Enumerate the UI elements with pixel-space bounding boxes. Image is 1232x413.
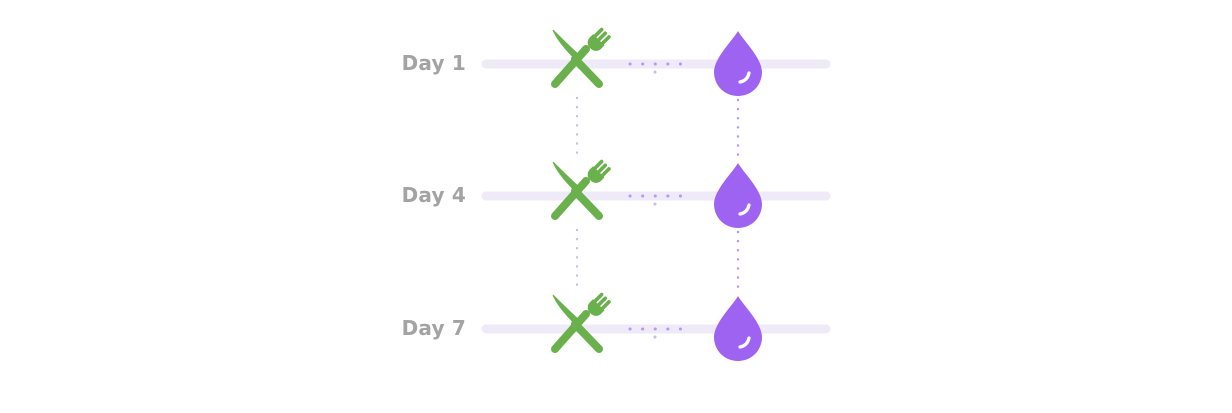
day-label-row-1: Day 1	[401, 51, 466, 75]
fork-knife-icon-row-1	[553, 27, 612, 84]
water-drop-icon-row-2	[712, 161, 764, 230]
fork-knife-icon-row-2	[553, 159, 612, 216]
day-label-row-2: Day 4	[401, 183, 466, 207]
water-drop-icon-row-3	[712, 294, 764, 363]
day-label-row-3: Day 7	[401, 316, 466, 340]
fork-knife-icon-row-3	[553, 292, 612, 349]
water-drop-icon-row-1	[712, 29, 764, 98]
